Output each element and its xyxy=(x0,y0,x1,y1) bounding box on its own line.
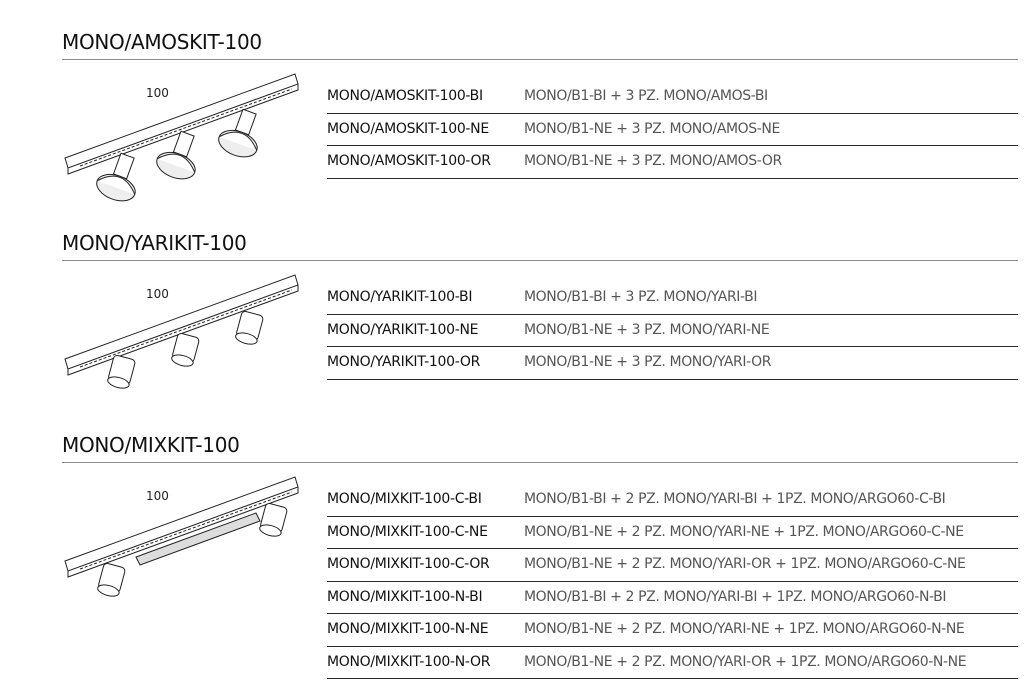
table-row: MONO/MIXKIT-100-N-BI MONO/B1-BI + 2 PZ. M… xyxy=(327,582,1018,614)
table-row: MONO/MIXKIT-100-C-OR MONO/B1-NE + 2 PZ. M… xyxy=(327,549,1018,582)
size-label: 100 xyxy=(146,287,169,301)
divider xyxy=(62,59,1018,60)
product-description: MONO/B1-NE + 3 PZ. MONO/AMOS-OR xyxy=(524,153,782,169)
product-description: MONO/B1-NE + 2 PZ. MONO/YARI-OR + 1PZ. M… xyxy=(524,556,966,572)
section-title: MONO/MIXKIT-100 xyxy=(62,433,240,457)
product-description: MONO/B1-NE + 3 PZ. MONO/YARI-NE xyxy=(524,321,770,338)
product-code: MONO/MIXKIT-100-N-OR xyxy=(327,653,491,670)
product-code: MONO/AMOSKIT-100-OR xyxy=(327,153,491,169)
product-description: MONO/B1-NE + 2 PZ. MONO/YARI-NE + 1PZ. M… xyxy=(524,523,964,540)
product-code: MONO/YARIKIT-100-NE xyxy=(327,321,479,338)
divider xyxy=(62,462,1018,463)
table-row: MONO/YARIKIT-100-OR MONO/B1-NE + 3 PZ. MO… xyxy=(327,347,1018,380)
product-description: MONO/B1-NE + 3 PZ. MONO/YARI-OR xyxy=(524,354,772,370)
table-row: MONO/MIXKIT-100-C-BI MONO/B1-BI + 2 PZ. M… xyxy=(327,484,1018,517)
product-description: MONO/B1-BI + 3 PZ. MONO/YARI-BI xyxy=(524,289,758,305)
divider xyxy=(62,260,1018,261)
table-row: MONO/AMOSKIT-100-BI MONO/B1-BI + 3 PZ. MO… xyxy=(327,81,1018,114)
product-description: MONO/B1-BI + 2 PZ. MONO/YARI-BI + 1PZ. M… xyxy=(524,588,947,605)
product-code: MONO/AMOSKIT-100-NE xyxy=(327,120,489,137)
table-row: MONO/YARIKIT-100-BI MONO/B1-BI + 3 PZ. MO… xyxy=(327,282,1018,315)
table-row: MONO/MIXKIT-100-N-OR MONO/B1-NE + 2 PZ. M… xyxy=(327,647,1018,679)
product-code: MONO/AMOSKIT-100-BI xyxy=(327,88,483,104)
table-row: MONO/YARIKIT-100-NE MONO/B1-NE + 3 PZ. MO… xyxy=(327,315,1018,347)
product-table: MONO/AMOSKIT-100-BI MONO/B1-BI + 3 PZ. MO… xyxy=(327,81,1018,179)
product-code: MONO/MIXKIT-100-C-NE xyxy=(327,523,488,540)
section-title: MONO/AMOSKIT-100 xyxy=(62,30,262,54)
product-description: MONO/B1-NE + 2 PZ. MONO/YARI-NE + 1PZ. M… xyxy=(524,621,965,637)
product-description: MONO/B1-NE + 2 PZ. MONO/YARI-OR + 1PZ. M… xyxy=(524,653,967,670)
track-spotlight-illustration xyxy=(64,476,299,597)
table-row: MONO/AMOSKIT-100-OR MONO/B1-NE + 3 PZ. MO… xyxy=(327,146,1018,179)
product-table: MONO/YARIKIT-100-BI MONO/B1-BI + 3 PZ. MO… xyxy=(327,282,1018,380)
table-row: MONO/AMOSKIT-100-NE MONO/B1-NE + 3 PZ. MO… xyxy=(327,114,1018,146)
table-row: MONO/MIXKIT-100-C-NE MONO/B1-NE + 2 PZ. M… xyxy=(327,517,1018,549)
product-code: MONO/YARIKIT-100-OR xyxy=(327,354,481,370)
product-code: MONO/MIXKIT-100-C-BI xyxy=(327,491,482,507)
product-description: MONO/B1-BI + 3 PZ. MONO/AMOS-BI xyxy=(524,88,768,104)
track-spotlight-illustration xyxy=(64,73,299,202)
size-label: 100 xyxy=(146,489,169,503)
section-title: MONO/YARIKIT-100 xyxy=(62,231,247,255)
product-description: MONO/B1-NE + 3 PZ. MONO/AMOS-NE xyxy=(524,120,780,137)
product-code: MONO/MIXKIT-100-C-OR xyxy=(327,556,490,572)
product-code: MONO/YARIKIT-100-BI xyxy=(327,289,473,305)
size-label: 100 xyxy=(146,86,169,100)
product-code: MONO/MIXKIT-100-N-NE xyxy=(327,621,489,637)
product-table: MONO/MIXKIT-100-C-BI MONO/B1-BI + 2 PZ. M… xyxy=(327,484,1018,679)
table-row: MONO/MIXKIT-100-N-NE MONO/B1-NE + 2 PZ. M… xyxy=(327,614,1018,647)
product-description: MONO/B1-BI + 2 PZ. MONO/YARI-BI + 1PZ. M… xyxy=(524,491,946,507)
track-spotlight-illustration xyxy=(64,274,299,389)
product-code: MONO/MIXKIT-100-N-BI xyxy=(327,588,483,605)
